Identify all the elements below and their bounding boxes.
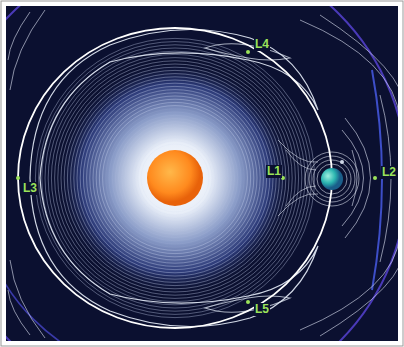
lagrange-label: L5	[254, 303, 270, 316]
lagrange-label: L1	[266, 165, 282, 178]
lagrange-label: L4	[254, 38, 270, 51]
lagrange-label: L2	[381, 166, 397, 179]
lagrange-label: L3	[22, 182, 38, 195]
